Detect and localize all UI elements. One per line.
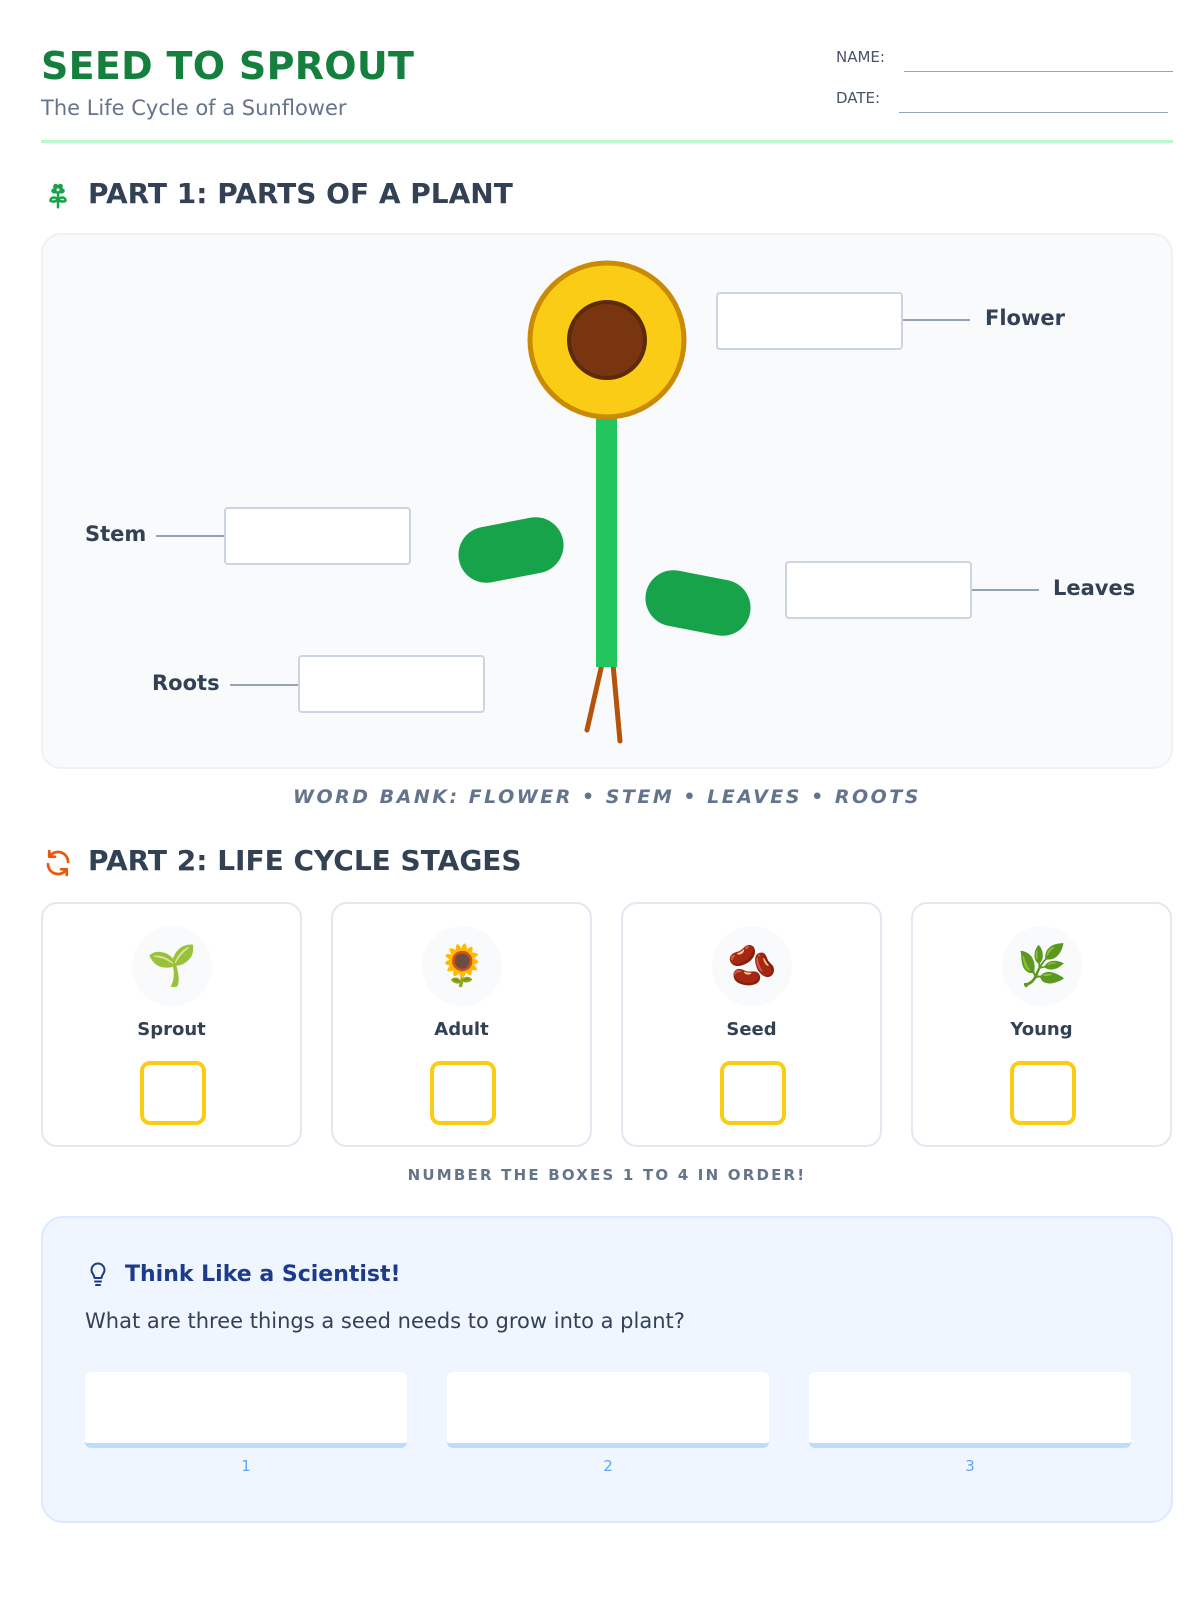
leaves-leader-line <box>972 589 1039 591</box>
sunflower-icon: 🌻 <box>422 926 502 1006</box>
word-bank: WORD BANK: FLOWER • STEM • LEAVES • ROOT… <box>293 786 921 808</box>
stage-name: Seed <box>726 1019 777 1040</box>
stage-number-box[interactable] <box>140 1061 206 1125</box>
scientist-question: What are three things a seed needs to gr… <box>85 1309 685 1333</box>
part1-heading: PART 1: PARTS OF A PLANT <box>88 177 513 210</box>
roots-answer-box[interactable] <box>298 655 485 713</box>
stage-number-box[interactable] <box>430 1061 496 1125</box>
date-label: DATE: <box>836 89 881 107</box>
sprout-icon: 🌱 <box>132 926 212 1006</box>
answer-number-2: 2 <box>603 1457 613 1475</box>
name-label: NAME: <box>836 48 885 66</box>
stem-answer-box[interactable] <box>224 507 411 565</box>
flower-leader-line <box>903 319 970 321</box>
lightbulb-icon <box>90 1262 106 1286</box>
answer-number-1: 1 <box>241 1457 251 1475</box>
name-field[interactable] <box>904 71 1173 72</box>
flower-label: Flower <box>985 306 1065 330</box>
left-leaf <box>458 517 564 583</box>
stage-number-box[interactable] <box>1010 1061 1076 1125</box>
answer-field-1[interactable] <box>85 1372 407 1448</box>
answer-field-2[interactable] <box>447 1372 769 1448</box>
flower-icon <box>49 183 67 209</box>
stage-card-adult: 🌻 Adult <box>331 902 592 1147</box>
roots-leader-line <box>230 684 298 686</box>
ordering-instruction: NUMBER THE BOXES 1 TO 4 IN ORDER! <box>407 1166 807 1184</box>
flower-answer-box[interactable] <box>716 292 903 350</box>
leaves-answer-box[interactable] <box>785 561 972 619</box>
sunflower-center <box>567 300 647 380</box>
answer-field-3[interactable] <box>809 1372 1131 1448</box>
header-divider <box>41 140 1173 143</box>
stage-card-young: 🌿 Young <box>911 902 1172 1147</box>
stem-label: Stem <box>85 522 147 546</box>
beans-icon: 🫘 <box>712 926 792 1006</box>
stage-name: Young <box>1010 1019 1073 1040</box>
scientist-panel <box>41 1216 1173 1523</box>
stage-card-seed: 🫘 Seed <box>621 902 882 1147</box>
leaves-label: Leaves <box>1053 576 1136 600</box>
date-field[interactable] <box>899 112 1168 113</box>
sunflower-diagram <box>458 260 751 744</box>
herb-icon: 🌿 <box>1002 926 1082 1006</box>
right-leaf <box>645 570 751 636</box>
sunflower-stem <box>596 409 617 667</box>
worksheet-subtitle: The Life Cycle of a Sunflower <box>41 96 347 120</box>
part2-heading: PART 2: LIFE CYCLE STAGES <box>88 844 522 877</box>
stage-card-sprout: 🌱 Sprout <box>41 902 302 1147</box>
stage-name: Adult <box>434 1019 489 1040</box>
refresh-cycle-icon <box>46 849 70 877</box>
stage-name: Sprout <box>137 1019 206 1040</box>
scientist-title: Think Like a Scientist! <box>125 1262 401 1287</box>
roots-label: Roots <box>152 671 220 695</box>
sunflower-roots <box>584 661 623 744</box>
answer-number-3: 3 <box>965 1457 975 1475</box>
stem-leader-line <box>156 535 224 537</box>
worksheet-title: SEED TO SPROUT <box>41 44 415 88</box>
stage-number-box[interactable] <box>720 1061 786 1125</box>
